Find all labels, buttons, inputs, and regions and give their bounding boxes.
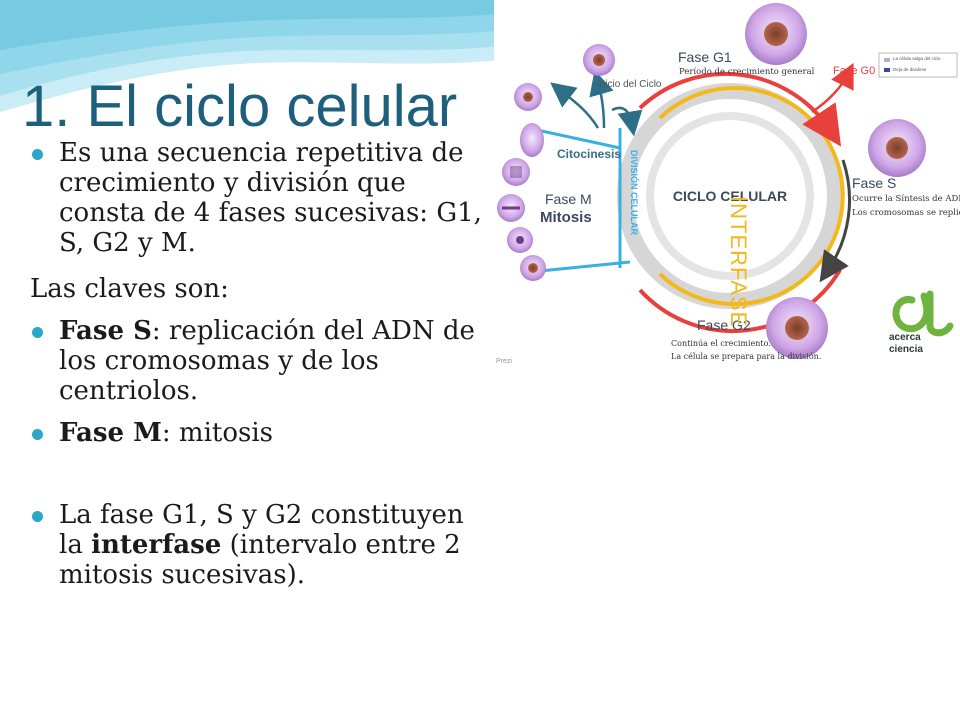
claves-heading: Las claves son: [30,274,482,304]
label-g1: Fase G1 [678,49,732,65]
inicio-arrow-1 [550,82,600,129]
legend-swatch-1 [884,58,890,62]
label-inicio: Inicio del Ciclo [597,79,662,90]
label-s-desc1: Ocurre la Síntesis de ADN. [852,194,960,204]
bullet-dot [32,429,43,440]
label-g2: Fase G2 [697,317,751,333]
label-citocinesis: Citocinesis [557,147,622,161]
bullet-item-fase-s: Fase S: replicación del ADN de los cromo… [30,316,482,406]
interfase-text-a: La fase G1, S y G2 constituyen la [59,500,464,560]
interfase-text-c: (intervalo entre 2 mitosis sucesivas). [59,530,461,590]
mitosis-cells-icon [497,83,546,281]
bullet-dot [32,327,43,338]
label-division-celular: DIVISIÓN CELULAR [629,150,639,236]
label-g0-desc1: La célula salga del ciclo [893,56,941,61]
label-s: Fase S [852,175,897,191]
outer-gray-ring [617,83,843,309]
bullet-text: Es una secuencia repetitiva de crecimien… [59,138,482,258]
fase-s-text: : replicación del ADN de los cromosomas … [59,316,475,406]
cell-start-icon [583,44,615,76]
label-g2-desc2: La célula se prepara para la división. [671,352,822,361]
label-mitosis: Mitosis [540,209,592,226]
label-ciclo-celular: CICLO CELULAR [672,188,788,204]
bullet-dot [32,149,43,160]
cell-s-icon [868,119,926,177]
bullet-item-interfase: La fase G1, S y G2 constituyen la interf… [30,500,482,590]
s-arc-arrow [819,159,851,283]
slide-title: 1. El ciclo celular [22,74,458,139]
logo-text-1: acerca [889,332,921,343]
label-g2-desc1: Continúa el crecimiento. [671,339,771,348]
inicio-arrow-2 [589,69,614,129]
bullet-dot [32,511,43,522]
g1-arc [638,72,842,147]
label-s-desc2: Los cromosomas se replican [852,208,960,218]
fase-s-label: Fase S [59,316,152,346]
g0-legend-box [878,52,958,78]
slide-body: Es una secuencia repetitiva de crecimien… [30,138,482,590]
mitosis-line [529,260,631,274]
label-g0: Fase G0 [833,65,876,77]
interfase-label: interfase [91,530,222,560]
g0-arrow [811,62,854,114]
interfase-arc [658,86,845,306]
claves-text: Las claves son: [30,274,229,304]
prezi-watermark: Prezi [496,358,512,365]
label-interfase: INTERFASE [726,196,751,328]
cell-g2-icon [766,297,828,359]
fase-m-label: Fase M [59,418,162,448]
citocinesis-line [527,126,621,150]
label-g0-desc2: Deja de dividirse [893,67,927,72]
label-g1-desc: Período de crecimiento general [679,67,815,77]
inner-gray-ring [646,112,814,280]
bullet-item-fase-m: Fase M: mitosis [30,418,482,448]
acerca-ciencia-logo [892,290,954,337]
fase-m-text: : mitosis [161,418,274,448]
cell-g1-icon [745,3,807,65]
logo-text-2: ciencia [889,344,923,355]
bullet-item-definition: Es una secuencia repetitiva de crecimien… [30,138,482,258]
label-fase-m: Fase M [545,191,592,207]
inicio-arrow-3 [611,106,643,137]
legend-swatch-2 [884,68,890,72]
header-wave-decoration [0,0,520,112]
g2-arc [638,268,842,333]
